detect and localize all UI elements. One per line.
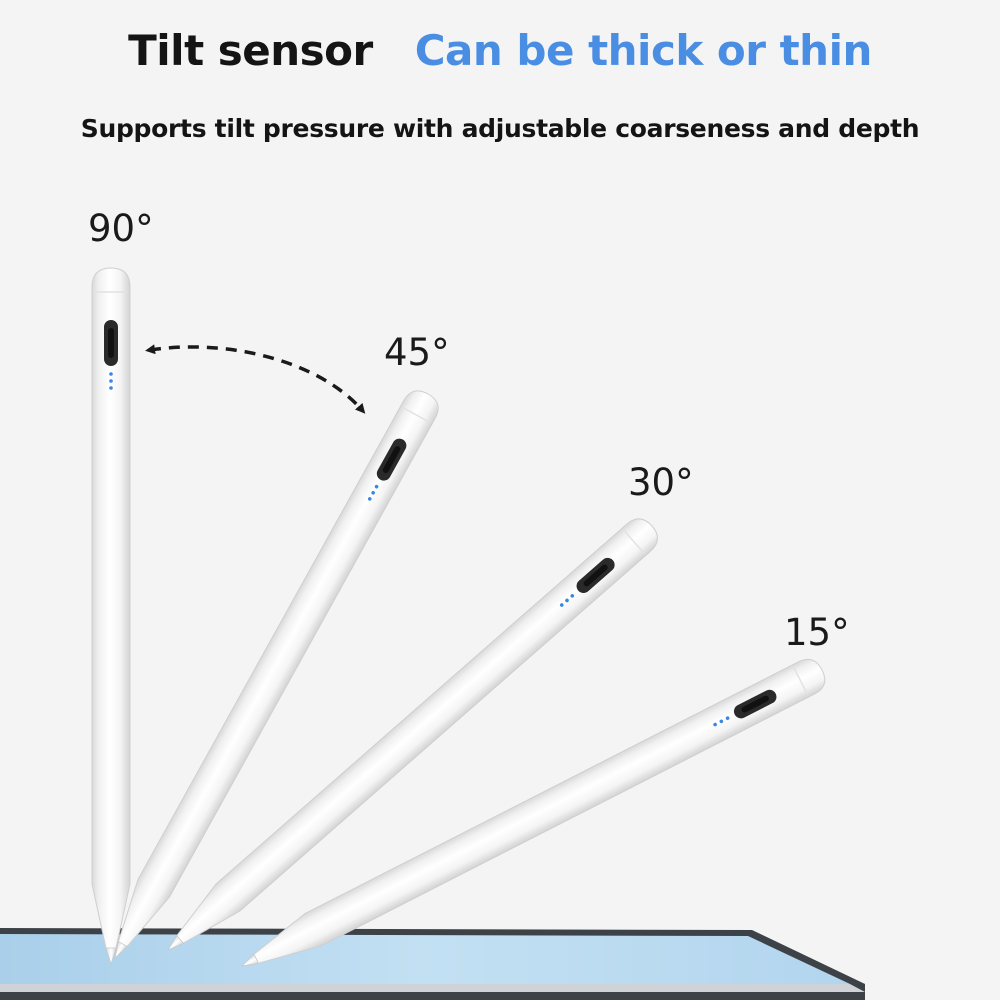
pencil-body: [91, 267, 131, 960]
pencil-30: [166, 518, 659, 951]
tablet-screen: [0, 934, 850, 984]
indicator-dot: [374, 484, 379, 489]
subheadline: Supports tilt pressure with adjustable c…: [80, 114, 920, 143]
curved-double-arrow-icon: [145, 344, 366, 414]
pencil-body: [246, 658, 826, 964]
pencil-body: [171, 518, 659, 947]
tablet-edge-highlight: [0, 984, 865, 992]
pencil-15: [240, 658, 826, 967]
indicator-dots-icon: [713, 716, 730, 727]
pencil-tip: [240, 953, 260, 967]
indicator-dot: [109, 379, 113, 383]
indicator-dot: [570, 594, 575, 598]
indicator-dot: [371, 491, 375, 495]
pencil-tip: [166, 935, 184, 951]
headline-thick-or-thin: Can be thick or thin: [414, 26, 873, 75]
indicator-dots-icon: [109, 372, 113, 390]
pencil-cap-line: [402, 406, 431, 424]
angle-label-45: 45°: [384, 331, 450, 374]
tablet: [0, 928, 865, 1000]
indicator-dots-icon: [367, 484, 379, 501]
pencil-tip: [114, 940, 128, 960]
charging-port-slot: [583, 564, 608, 587]
pencil-body: [117, 390, 439, 954]
indicator-dot: [713, 722, 717, 727]
pencil-cap-line: [622, 529, 646, 555]
charging-port-slot: [741, 695, 769, 713]
angle-label-15: 15°: [784, 611, 850, 654]
charging-port-slot: [382, 446, 401, 474]
pencil-90: [91, 267, 131, 966]
charging-port-slot: [108, 328, 114, 358]
indicator-dot: [565, 598, 569, 603]
pencil-45: [114, 390, 439, 960]
indicator-dot: [719, 719, 724, 724]
indicator-dot: [725, 716, 730, 720]
indicator-dot: [109, 372, 113, 376]
headline: Tilt sensor Can be thick or thin: [0, 26, 1000, 75]
indicator-dots-icon: [559, 594, 575, 607]
indicator-dot: [559, 603, 564, 607]
indicator-dot: [109, 386, 113, 390]
angle-label-90: 90°: [88, 207, 154, 250]
pencil-cap-line: [792, 666, 809, 696]
indicator-dot: [367, 497, 372, 501]
headline-tilt-sensor: Tilt sensor: [128, 26, 373, 75]
pencil-tip: [105, 947, 117, 966]
angle-label-30: 30°: [628, 461, 694, 504]
